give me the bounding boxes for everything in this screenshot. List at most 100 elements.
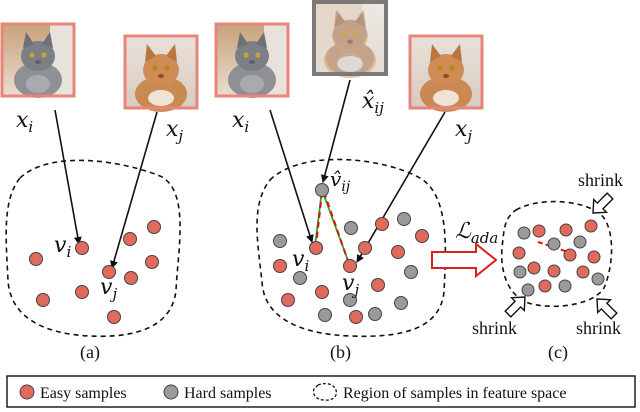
hard-samples-b bbox=[273, 183, 418, 322]
shrink-label-right: shrink bbox=[576, 318, 621, 338]
easy-sample bbox=[532, 224, 546, 238]
arrow-xj-to-vj-b bbox=[356, 111, 446, 263]
easy-sample bbox=[371, 278, 385, 292]
easy-sample bbox=[563, 248, 577, 262]
caption-b: (b) bbox=[330, 342, 351, 363]
easy-sample bbox=[358, 241, 372, 255]
photo-xj-a bbox=[123, 34, 199, 112]
easy-sample bbox=[527, 261, 541, 275]
label-vj-a: vj bbox=[100, 275, 117, 303]
triplet-line-c bbox=[537, 241, 569, 253]
easy-samples-c bbox=[512, 219, 601, 293]
legend-box bbox=[6, 375, 636, 408]
panel-c: ℒada shrink bbox=[431, 170, 623, 363]
photo-xi-a bbox=[0, 22, 76, 98]
easy-sample bbox=[415, 229, 429, 243]
loss-label: ℒada bbox=[455, 219, 498, 247]
ada-loss-arrow bbox=[431, 241, 498, 279]
hard-sample bbox=[273, 234, 287, 248]
legend: Easy samples Hard samples Region of samp… bbox=[6, 375, 636, 408]
label-vhat-b: v̂ij bbox=[330, 167, 351, 195]
hard-sample bbox=[547, 237, 561, 251]
feature-region-b bbox=[256, 158, 447, 338]
label-vi-a: vi bbox=[54, 233, 71, 261]
arrow-xi-to-vi-a bbox=[54, 109, 82, 245]
arrow-xhat-to-vhat-b bbox=[320, 79, 351, 183]
legend-region-label: Region of samples in feature space bbox=[343, 385, 566, 402]
arrow-xi-to-vi-b bbox=[269, 109, 314, 243]
easy-sample bbox=[559, 223, 573, 237]
hard-sample bbox=[394, 296, 408, 310]
easy-sample bbox=[349, 310, 363, 324]
legend-region-marker bbox=[312, 383, 338, 401]
shrink-label-top: shrink bbox=[578, 170, 623, 190]
photo-xj-b bbox=[408, 34, 484, 112]
caption-a: (a) bbox=[80, 342, 100, 363]
easy-sample bbox=[273, 259, 287, 273]
hard-sample bbox=[293, 271, 307, 285]
easy-sample bbox=[375, 217, 389, 231]
easy-samples-a bbox=[29, 220, 161, 324]
hard-sample bbox=[368, 307, 382, 321]
label-vi-b: vi bbox=[292, 247, 309, 275]
easy-sample bbox=[107, 310, 121, 324]
arrow-xj-to-vj-a bbox=[110, 111, 158, 269]
label-xj-b: xj bbox=[455, 117, 472, 145]
panel-a: xi xj vi vj (a) bbox=[0, 22, 199, 363]
easy-sample bbox=[391, 245, 405, 259]
photo-xhat-b bbox=[312, 0, 388, 78]
legend-hard-marker bbox=[163, 384, 179, 400]
easy-sample bbox=[36, 293, 50, 307]
shrink-arrow-right bbox=[596, 298, 618, 320]
label-vj-b: vj bbox=[342, 271, 359, 299]
label-xhat-b: x̂ij bbox=[362, 89, 384, 117]
easy-sample bbox=[512, 246, 526, 260]
feature-region-a bbox=[5, 159, 181, 338]
caption-c: (c) bbox=[548, 342, 568, 363]
feature-region-c bbox=[500, 200, 613, 308]
hard-sample bbox=[397, 212, 411, 226]
easy-sample bbox=[75, 241, 89, 255]
easy-sample bbox=[147, 220, 161, 234]
legend-easy-marker bbox=[19, 384, 35, 400]
hard-sample bbox=[404, 265, 418, 279]
shrink-arrow-top bbox=[592, 192, 614, 214]
easy-sample bbox=[29, 252, 43, 266]
easy-sample bbox=[145, 255, 159, 269]
hard-sample bbox=[318, 308, 332, 322]
legend-hard-label: Hard samples bbox=[184, 385, 272, 402]
easy-sample bbox=[123, 232, 137, 246]
easy-sample bbox=[587, 250, 601, 264]
shrink-label-left: shrink bbox=[472, 318, 517, 338]
hard-sample bbox=[521, 283, 535, 297]
photo-xi-b bbox=[214, 22, 290, 98]
legend-easy-label: Easy samples bbox=[40, 385, 127, 402]
easy-sample bbox=[75, 285, 89, 299]
easy-sample bbox=[124, 271, 138, 285]
easy-sample bbox=[281, 293, 295, 307]
easy-sample bbox=[309, 241, 323, 255]
hard-sample-vhat bbox=[315, 183, 329, 197]
hard-sample bbox=[591, 272, 605, 286]
label-xj-a: xj bbox=[166, 117, 183, 145]
easy-sample bbox=[584, 219, 598, 233]
hard-sample bbox=[558, 279, 572, 293]
easy-sample bbox=[547, 264, 561, 278]
easy-sample bbox=[315, 285, 329, 299]
easy-sample bbox=[102, 265, 116, 279]
hard-samples-c bbox=[513, 226, 605, 297]
label-xi-b: xi bbox=[232, 108, 249, 136]
hard-sample bbox=[344, 221, 358, 235]
hard-sample bbox=[517, 226, 531, 240]
hard-triplet-lines bbox=[314, 189, 351, 267]
easy-sample bbox=[576, 265, 590, 279]
hard-sample bbox=[343, 293, 357, 307]
hard-sample bbox=[573, 235, 587, 249]
easy-sample bbox=[538, 279, 552, 293]
easy-sample bbox=[343, 259, 357, 273]
easy-samples-b bbox=[273, 217, 429, 324]
hard-sample bbox=[513, 265, 527, 279]
label-xi-a: xi bbox=[16, 108, 33, 136]
panel-b: xi x̂ij xj bbox=[214, 0, 484, 363]
